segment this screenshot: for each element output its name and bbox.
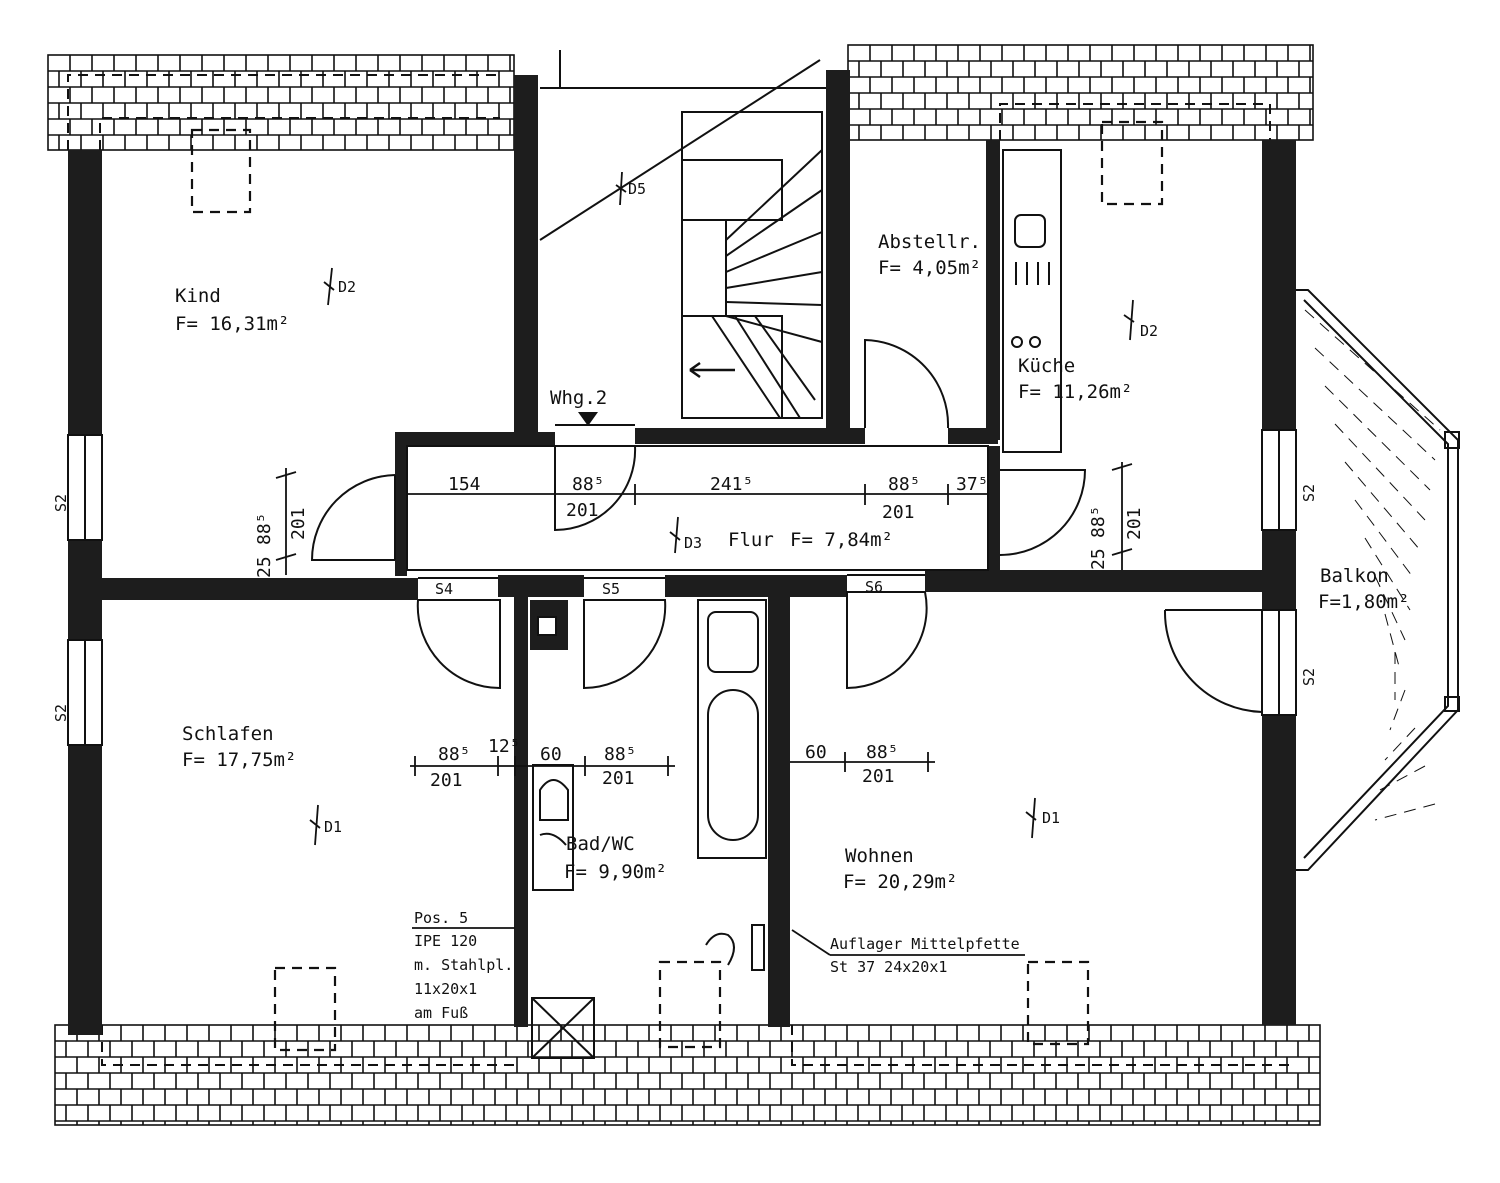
dim-schl-b2: 201 (602, 768, 635, 789)
lintel-s5: S5 (602, 580, 620, 598)
dim-schl-2: 12⁵ (488, 736, 521, 757)
dim-flur-5: 37⁵ (956, 474, 989, 495)
chimneys (190, 120, 1164, 1052)
roof-tiles-bottom (54, 1024, 1321, 1126)
dim-wohn-b1: 201 (862, 766, 895, 787)
ceiling-tag-kueche: D2 (1140, 322, 1158, 340)
unit-arrow-icon (578, 412, 598, 426)
dim-flur-4: 88⁵ (888, 474, 921, 495)
dim-left-v3: 201 (288, 507, 309, 540)
ceiling-tag-flur: D3 (684, 534, 702, 552)
dim-flur-b2: 201 (882, 502, 915, 523)
lintel-s2-right-top: S2 (1300, 484, 1318, 502)
dim-right-v3: 201 (1124, 507, 1145, 540)
note-pos-4: 11x20x1 (414, 980, 477, 998)
dim-flur-2: 88⁵ (572, 474, 605, 495)
ceiling-tag-kind: D2 (338, 278, 356, 296)
unit-label: Whg.2 (550, 387, 607, 409)
balcony (1296, 289, 1460, 871)
dim-wohn-1: 60 (805, 742, 827, 763)
corridor-outline (406, 445, 989, 571)
note-auflager-2: St 37 24x20x1 (830, 958, 947, 976)
dim-schl-4: 88⁵ (604, 744, 637, 765)
dimension-lines (275, 462, 1133, 956)
room-area-abstell: F= 4,05m² (878, 257, 981, 279)
room-name-kind: Kind (175, 285, 221, 307)
lintel-s2-left-bottom: S2 (52, 704, 70, 722)
room-area-kind: F= 16,31m² (175, 313, 289, 335)
roof-tiles-top-right (847, 44, 1314, 141)
windows (67, 429, 1297, 746)
dim-left-v1: 25 (254, 556, 275, 578)
room-name-balkon: Balkon (1320, 565, 1389, 587)
dim-right-v1: 25 (1088, 548, 1109, 570)
room-name-abstell: Abstellr. (878, 231, 981, 253)
room-name-kueche: Küche (1018, 355, 1075, 377)
room-area-kueche: F= 11,26m² (1018, 381, 1132, 403)
note-pos-5: am Fuß (414, 1004, 468, 1022)
ceiling-tag-schlafen: D1 (324, 818, 342, 836)
note-auflager-1: Auflager Mittelpfette (830, 935, 1020, 953)
room-name-flur: Flur (728, 529, 774, 551)
lintel-s2-left-top: S2 (52, 494, 70, 512)
dim-schl-3: 60 (540, 744, 562, 765)
dim-schl-b1: 201 (430, 770, 463, 791)
room-area-balkon: F=1,80m² (1318, 591, 1410, 613)
dim-flur-b1: 201 (566, 500, 599, 521)
roof-tiles-top-left (47, 54, 515, 151)
lintel-s6: S6 (865, 578, 883, 596)
bath-fixtures (531, 599, 767, 1059)
staircase (539, 50, 826, 419)
room-name-wohnen: Wohnen (845, 845, 914, 867)
room-area-schlafen: F= 17,75m² (182, 749, 296, 771)
note-pos-1: Pos. 5 (414, 909, 468, 927)
dim-left-v2: 88⁵ (254, 512, 275, 545)
lintel-s2-right-bottom: S2 (1300, 668, 1318, 686)
dim-schl-1: 88⁵ (438, 744, 471, 765)
lintel-s4: S4 (435, 580, 453, 598)
note-pos-2: IPE 120 (414, 932, 477, 950)
dim-right-v2: 88⁵ (1088, 505, 1109, 538)
dim-wohn-2: 88⁵ (866, 742, 899, 763)
room-area-flur: F= 7,84m² (790, 529, 893, 551)
walls (68, 70, 1296, 1035)
dim-flur-1: 154 (448, 474, 481, 495)
ceiling-tag-wohnen: D1 (1042, 809, 1060, 827)
room-name-bad: Bad/WC (566, 833, 635, 855)
ceiling-symbols (309, 171, 1135, 846)
kitchen-counter (1002, 149, 1062, 453)
note-pos-3: m. Stahlpl. (414, 956, 513, 974)
dim-flur-3: 241⁵ (710, 474, 753, 495)
room-area-wohnen: F= 20,29m² (843, 871, 957, 893)
ceiling-tag-stair: D5 (628, 180, 646, 198)
room-area-bad: F= 9,90m² (564, 861, 667, 883)
room-name-schlafen: Schlafen (182, 723, 274, 745)
doors (310, 338, 1263, 714)
